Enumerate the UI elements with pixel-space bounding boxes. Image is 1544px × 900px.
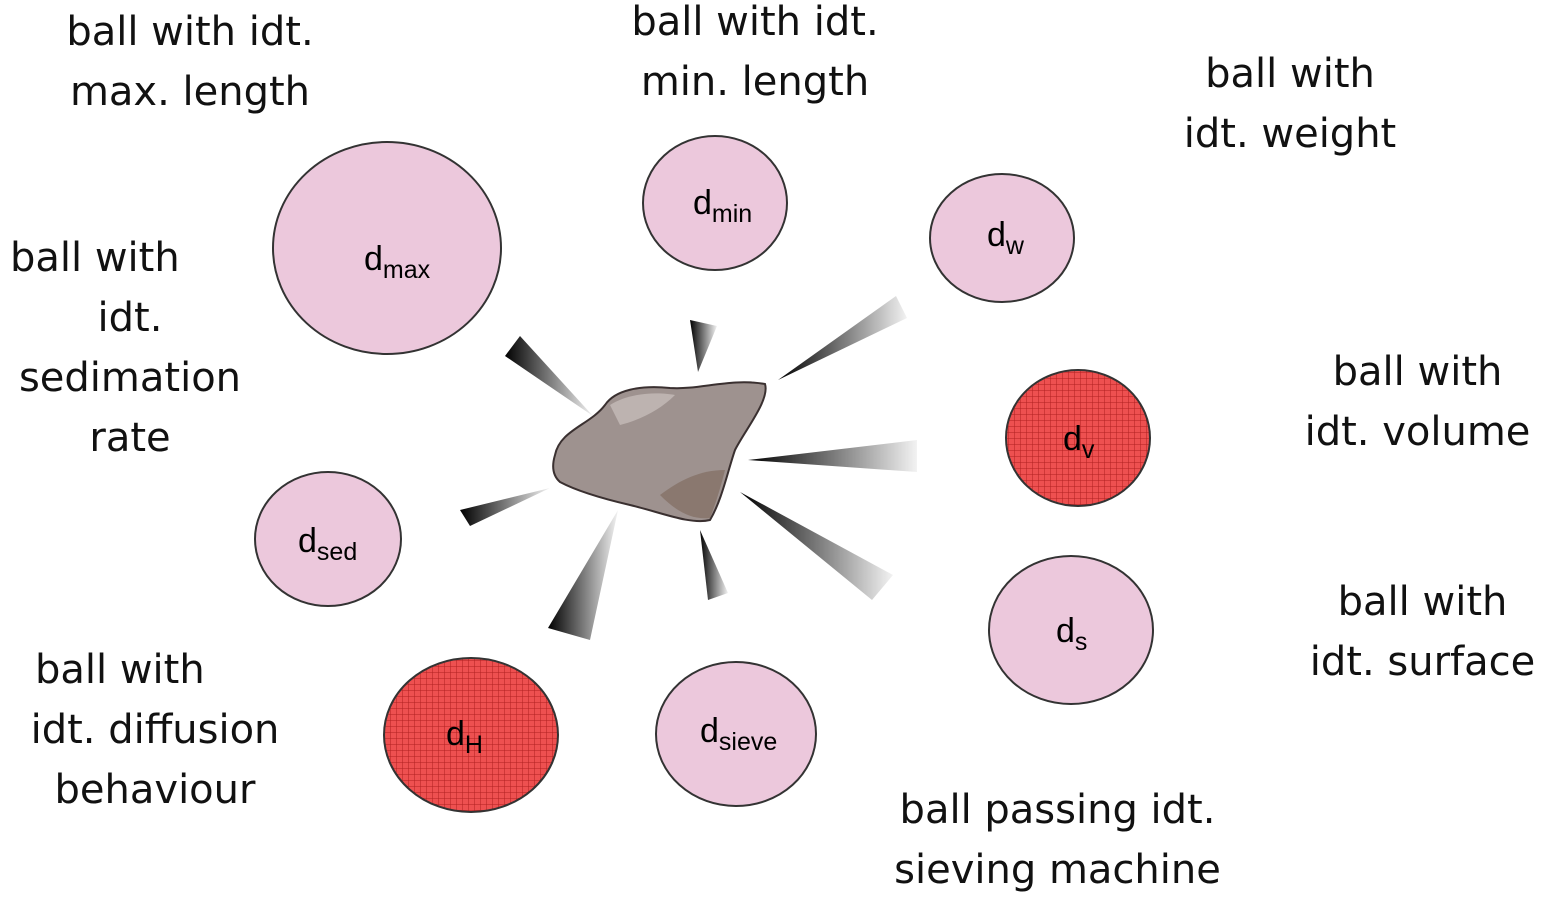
ball-w: dw <box>929 173 1075 303</box>
ball-sed-circle <box>254 471 402 607</box>
ball-max-label: dmax <box>364 240 431 284</box>
ball-s-label: ds <box>1056 612 1087 656</box>
ball-max-circle <box>272 141 502 355</box>
stone-shadow <box>660 470 725 519</box>
ray-v <box>748 440 917 472</box>
label-min-length: ball with idt.min. length <box>631 0 879 105</box>
ball-s-circle <box>988 555 1154 705</box>
ball-h: dH <box>383 657 559 813</box>
label-sedimation: ball with idt. sedimation rate <box>10 235 242 461</box>
label-max-length: ball with idt.max. length <box>66 9 314 115</box>
ball-w-label: dw <box>987 216 1025 260</box>
label-diffusion: ball with idt. diffusion behaviour <box>30 647 280 813</box>
ray-max <box>505 336 593 416</box>
stone-highlight <box>610 393 675 425</box>
ball-v-circle <box>1005 369 1151 507</box>
ray-sed <box>460 488 550 526</box>
ball-sieve: dsieve <box>655 661 817 807</box>
ray-sieve <box>700 530 728 600</box>
ball-sed-label: dsed <box>298 522 357 566</box>
ball-sed: dsed <box>254 471 402 607</box>
ball-h-circle <box>383 657 559 813</box>
ray-h <box>548 510 618 640</box>
ball-max: dmax <box>272 141 502 355</box>
ball-v: dv <box>1005 369 1151 507</box>
ball-sieve-circle <box>655 661 817 807</box>
ball-min-label: dmin <box>693 184 752 228</box>
ray-s <box>740 492 893 600</box>
ray-min <box>690 320 717 372</box>
ball-min: dmin <box>642 135 788 271</box>
ball-v-label: dv <box>1063 420 1095 464</box>
label-sieving: ball passing idt.sieving machine <box>894 787 1221 893</box>
ray-w <box>778 296 907 380</box>
stone-particle <box>552 381 767 523</box>
ball-sieve-label: dsieve <box>700 712 777 756</box>
ball-s: ds <box>988 555 1154 705</box>
ball-w-circle <box>929 173 1075 303</box>
rays <box>460 296 917 640</box>
ball-h-label: dH <box>446 715 483 759</box>
ball-min-circle <box>642 135 788 271</box>
